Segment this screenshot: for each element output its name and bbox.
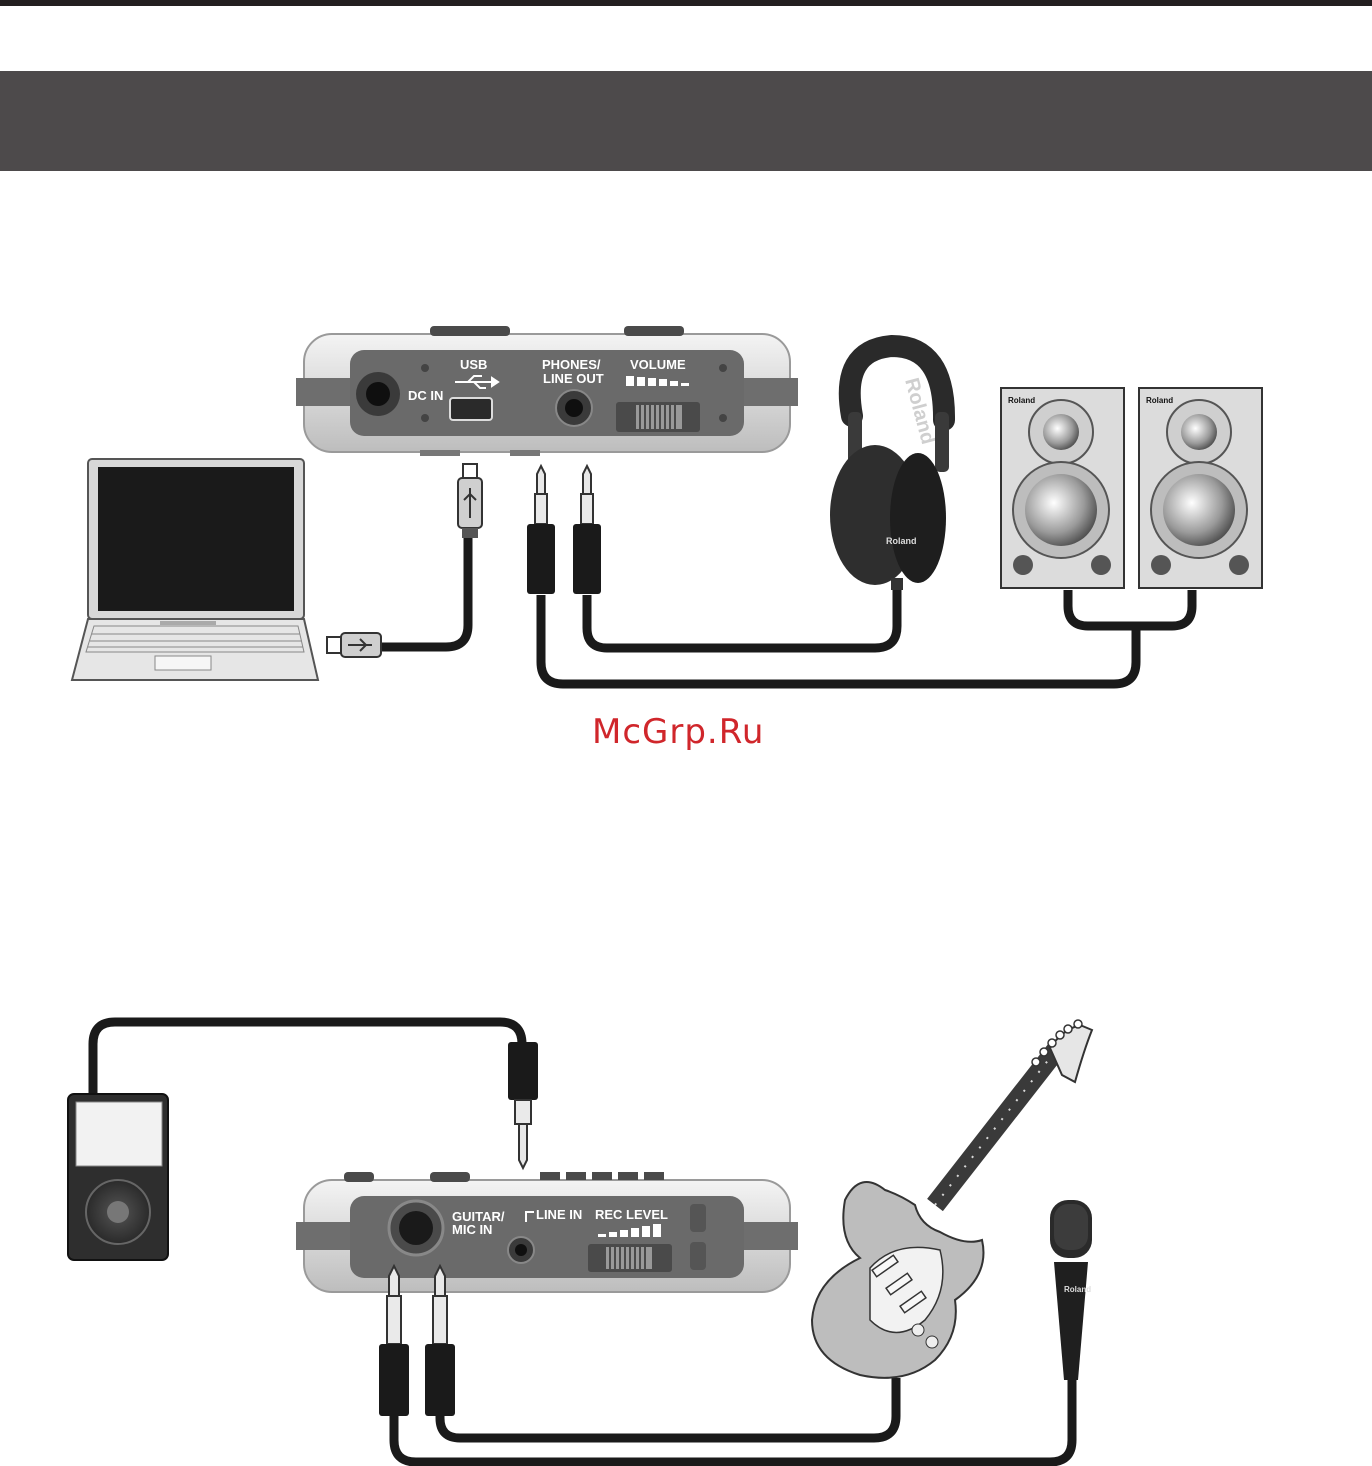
guitar-mic-label-line2: MIC IN (452, 1222, 492, 1237)
mini-plug (508, 1042, 538, 1168)
microphone: Roland (1050, 1200, 1092, 1380)
mic-brand-text: Roland (1064, 1285, 1091, 1294)
line-in-cable (93, 1022, 522, 1095)
headphone-cup-brand: Roland (886, 536, 917, 546)
volume-wheel (616, 402, 700, 432)
phone-plug-headphones (573, 466, 601, 594)
dc-in-jack (356, 372, 400, 416)
speaker-right: Roland (1139, 388, 1262, 588)
speaker-left-brand: Roland (1008, 396, 1035, 405)
mic-cable (394, 1380, 1072, 1462)
portable-player (68, 1094, 168, 1260)
volume-label: VOLUME (630, 357, 686, 372)
phones-jack (556, 390, 592, 426)
diagram-input-connections: GUITAR/ MIC IN LINE IN REC LEVEL (68, 1020, 1092, 1462)
usb-plug-laptop (327, 633, 381, 657)
usb-plug-device (458, 464, 482, 538)
usb-cable (378, 535, 468, 647)
usb-port (450, 398, 492, 420)
phones-label-line2: LINE OUT (543, 371, 604, 386)
diagram-output-connections: DC IN USB PHONES/ LINE OUT VOLUME (72, 326, 1262, 684)
guitar-mic-jack (389, 1201, 443, 1255)
headphones: Roland Roland (830, 346, 949, 590)
speaker-left: Roland (1001, 388, 1124, 588)
speaker-cable (541, 590, 1192, 684)
rec-level-label: REC LEVEL (595, 1207, 668, 1222)
phone-plug-speakers (527, 466, 555, 594)
audio-interface-front: GUITAR/ MIC IN LINE IN REC LEVEL (296, 1172, 798, 1292)
speaker-right-brand: Roland (1146, 396, 1173, 405)
electric-guitar (812, 1020, 1092, 1378)
phones-label-line1: PHONES/ (542, 357, 601, 372)
laptop (72, 459, 318, 680)
line-in-label: LINE IN (536, 1207, 582, 1222)
dc-in-label: DC IN (408, 388, 443, 403)
line-in-jack (508, 1237, 534, 1263)
headphone-cable (587, 585, 897, 648)
rec-level-wheel (588, 1244, 672, 1272)
guitar-cable (440, 1378, 896, 1438)
audio-interface-rear: DC IN USB PHONES/ LINE OUT VOLUME (296, 326, 798, 456)
watermark: McGrp.Ru (592, 712, 764, 752)
usb-label: USB (460, 357, 487, 372)
